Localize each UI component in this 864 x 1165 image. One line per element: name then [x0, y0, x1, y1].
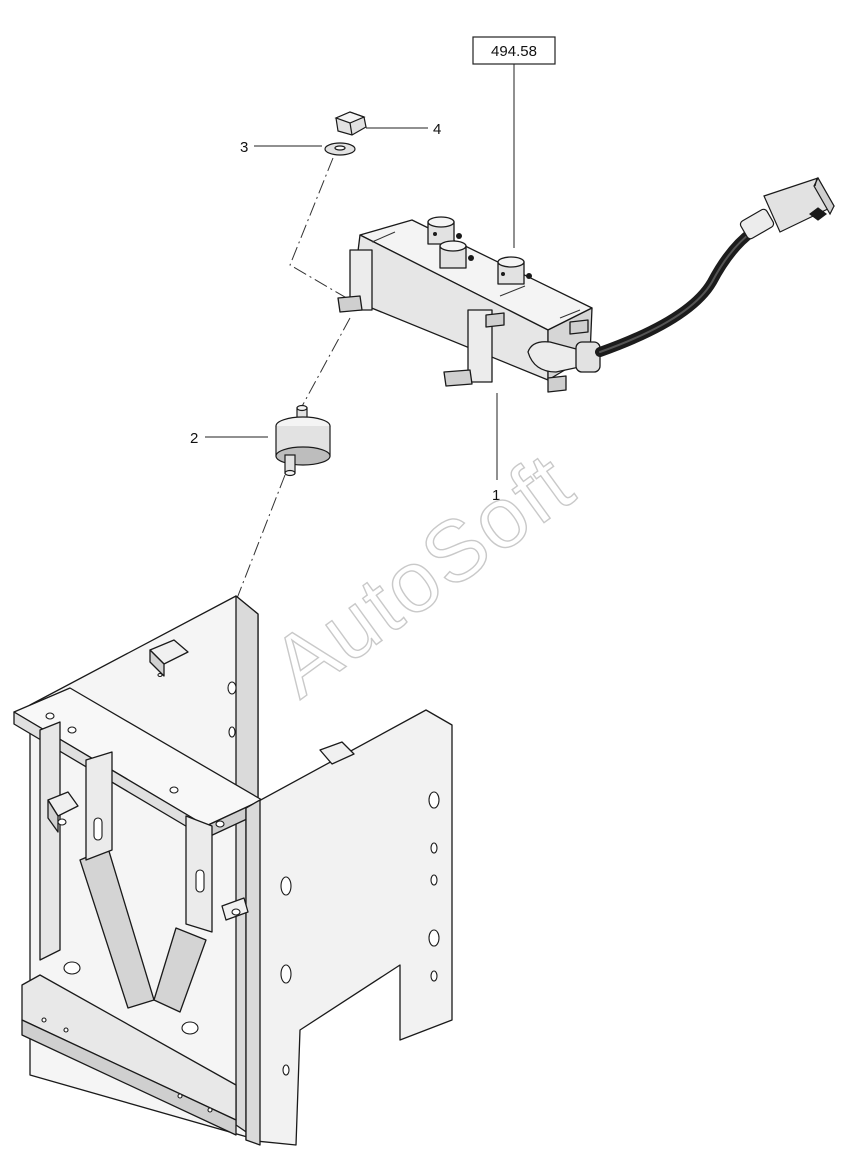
callout-3-label: 3: [240, 139, 248, 156]
reference-label: 494.58: [491, 43, 537, 60]
mounting-bracket-part[interactable]: [13, 595, 453, 1146]
callout-2[interactable]: 2: [190, 430, 268, 447]
watermark-text: AutoSoft: [255, 434, 591, 715]
callout-4-label: 4: [433, 121, 441, 138]
callout-1-label: 1: [492, 487, 500, 504]
reference-box[interactable]: 494.58: [472, 36, 556, 65]
bracket-holes: [41, 672, 440, 1113]
nut-part[interactable]: [334, 111, 367, 136]
rubber-mount-part[interactable]: [275, 404, 331, 477]
callout-1[interactable]: 1: [492, 393, 500, 504]
callout-2-label: 2: [190, 430, 198, 447]
control-module-part[interactable]: [337, 216, 601, 393]
cable-harness[interactable]: [595, 176, 835, 357]
callout-3[interactable]: 3: [240, 139, 322, 156]
callout-4[interactable]: 4: [366, 121, 441, 138]
washer-part[interactable]: [324, 142, 356, 156]
